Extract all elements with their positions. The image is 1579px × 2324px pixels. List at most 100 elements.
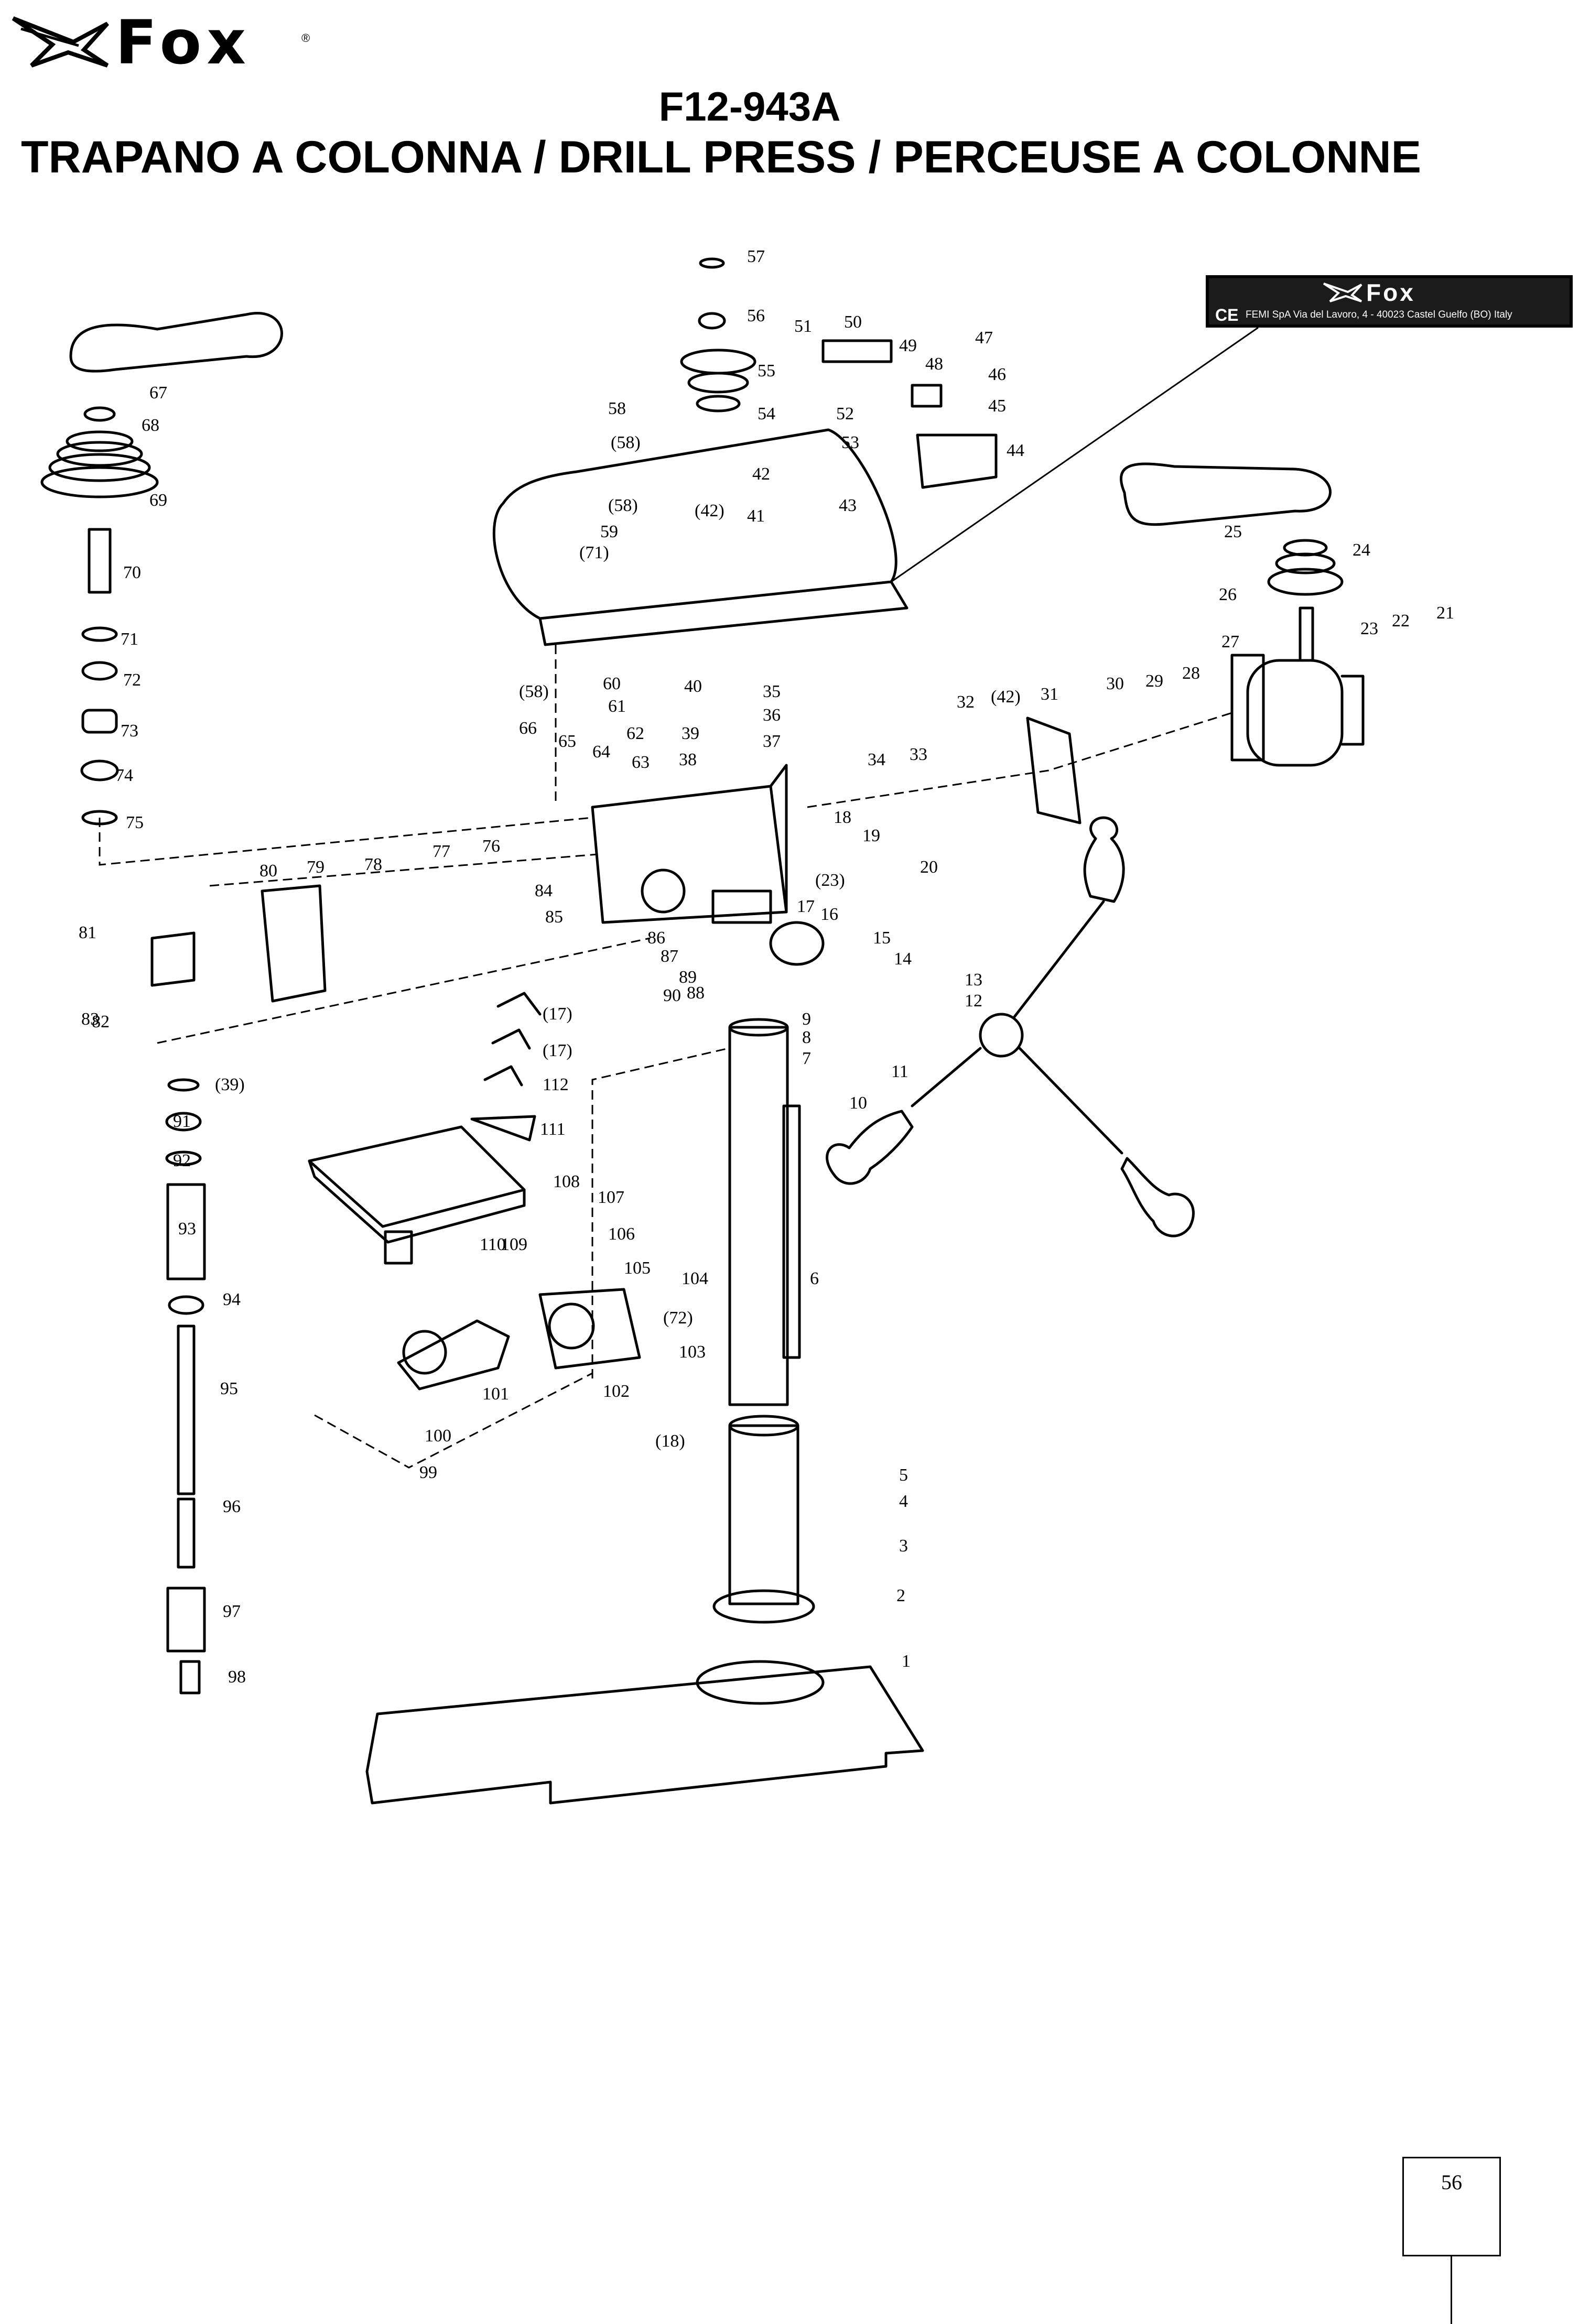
part-number-label: 61 xyxy=(608,697,626,716)
part-number-label: 98 xyxy=(228,1667,246,1687)
ring-18 xyxy=(167,1078,200,1092)
feed-arm-upper xyxy=(1013,900,1105,1018)
part-number-label: 41 xyxy=(747,506,765,526)
nameplate-leader-line xyxy=(891,327,1259,583)
part-number-label: 40 xyxy=(684,677,702,696)
part-number-label: 106 xyxy=(608,1224,635,1244)
part-number-label: 59 xyxy=(600,522,618,541)
part-number-label: 112 xyxy=(543,1075,569,1094)
part-number-label: 19 xyxy=(862,826,880,845)
part-number-label: 49 xyxy=(899,336,917,355)
column-7 xyxy=(728,1026,789,1406)
part-number-label: 63 xyxy=(632,753,650,772)
part-number-label: 33 xyxy=(910,745,927,764)
spindle-92 xyxy=(177,1324,196,1495)
brand-name: Fox xyxy=(115,7,252,78)
brand-logo: Fox ® xyxy=(10,7,315,78)
table-stem xyxy=(384,1230,413,1265)
part-number-label: 3 xyxy=(899,1536,908,1556)
nameplate: Fox CE FEMI SpA Via del Lavoro, 4 - 4002… xyxy=(1206,275,1573,328)
part-number-label: 89 xyxy=(679,968,697,987)
part-number-label: 27 xyxy=(1221,632,1239,651)
spindle-sleeve-70 xyxy=(88,528,112,594)
part-number-label: 34 xyxy=(868,750,885,769)
part-number-label: 54 xyxy=(758,404,775,423)
chuck-key-95 xyxy=(179,1660,201,1695)
part-number-label: (18) xyxy=(655,1431,685,1451)
part-number-label: 39 xyxy=(682,724,699,743)
part-number-label: 75 xyxy=(126,813,144,832)
rack-6 xyxy=(782,1104,801,1359)
motor-pulley-24 xyxy=(1267,539,1344,596)
column-flange xyxy=(712,1589,815,1624)
part-number-label: 81 xyxy=(79,923,96,942)
part-number-label: 11 xyxy=(891,1062,909,1081)
ring-57 xyxy=(699,257,725,269)
part-number-label: 21 xyxy=(1436,603,1454,623)
table-arm-99 xyxy=(397,1319,510,1391)
part-number-label: 2 xyxy=(896,1586,905,1605)
part-number-label: 32 xyxy=(957,692,975,712)
part-number-label: 47 xyxy=(975,328,993,347)
cover-16 xyxy=(769,921,825,966)
part-number-label: 84 xyxy=(535,881,553,900)
part-number-label: 78 xyxy=(364,855,382,874)
nameplate-address: FEMI SpA Via del Lavoro, 4 - 40023 Caste… xyxy=(1246,309,1512,320)
part-number-label: 57 xyxy=(747,247,765,266)
chuck-94 xyxy=(166,1587,206,1653)
part-number-label: 100 xyxy=(425,1426,451,1446)
part-number-label: (17) xyxy=(543,1004,572,1024)
part-number-label: 73 xyxy=(121,721,138,741)
part-number-label: 91 xyxy=(173,1112,191,1131)
part-number-label: 72 xyxy=(123,670,141,690)
part-number-label: 71 xyxy=(121,629,138,649)
bearing-72b xyxy=(80,759,119,781)
part-number-label: (58) xyxy=(611,433,641,452)
quill-dashed-guide xyxy=(157,937,651,1044)
part-number-label: 28 xyxy=(1182,664,1200,683)
column-top xyxy=(728,1018,789,1037)
fox-emblem-icon xyxy=(12,16,109,68)
part-number-label: 6 xyxy=(810,1269,819,1288)
bearing-72 xyxy=(81,661,118,681)
part-number-label: (58) xyxy=(519,682,549,701)
head-spindle-hub xyxy=(711,889,772,924)
spindle-pulley-55 xyxy=(680,349,756,412)
part-number-label: 43 xyxy=(839,496,857,515)
head-casting xyxy=(591,785,788,924)
hex-key-112 xyxy=(496,992,542,1016)
part-number-label: 46 xyxy=(988,365,1006,384)
part-number-label: 35 xyxy=(763,682,781,701)
feed-knob-left xyxy=(826,1110,914,1185)
page-number-tick xyxy=(1451,2256,1452,2324)
part-number-label: 83 xyxy=(81,1009,99,1029)
belt-cover-43 xyxy=(492,428,897,620)
part-number-label: 8 xyxy=(802,1028,811,1047)
part-number-label: 103 xyxy=(679,1342,706,1362)
ring-71 xyxy=(81,626,118,642)
part-number-label: 70 xyxy=(123,563,141,582)
motor-pulley-69 xyxy=(40,406,159,498)
feed-knob-right xyxy=(1120,1157,1195,1237)
part-number-label: 44 xyxy=(1007,441,1024,460)
part-number-label: 12 xyxy=(965,991,982,1011)
part-number-label: 107 xyxy=(598,1188,624,1207)
part-number-label: 110 xyxy=(480,1235,506,1254)
motor-dashed-guide xyxy=(807,712,1232,808)
part-number-label: 92 xyxy=(173,1151,191,1170)
motor-shaft xyxy=(1299,606,1314,662)
part-number-label: 93 xyxy=(178,1219,196,1239)
table-arm-collar xyxy=(402,1330,447,1375)
part-number-label: 29 xyxy=(1145,671,1163,691)
hex-key-111 xyxy=(491,1028,531,1050)
base-1 xyxy=(365,1665,924,1805)
fox-emblem-icon xyxy=(1323,283,1362,302)
base-flange-seat xyxy=(696,1660,825,1705)
nameplate-brand: Fox xyxy=(1366,279,1415,306)
part-number-label: 86 xyxy=(647,928,665,948)
depth-stop-78 xyxy=(261,884,327,1003)
part-number-label: 99 xyxy=(419,1463,437,1482)
bearing-88 xyxy=(165,1112,202,1132)
part-number-label: 87 xyxy=(661,947,678,966)
